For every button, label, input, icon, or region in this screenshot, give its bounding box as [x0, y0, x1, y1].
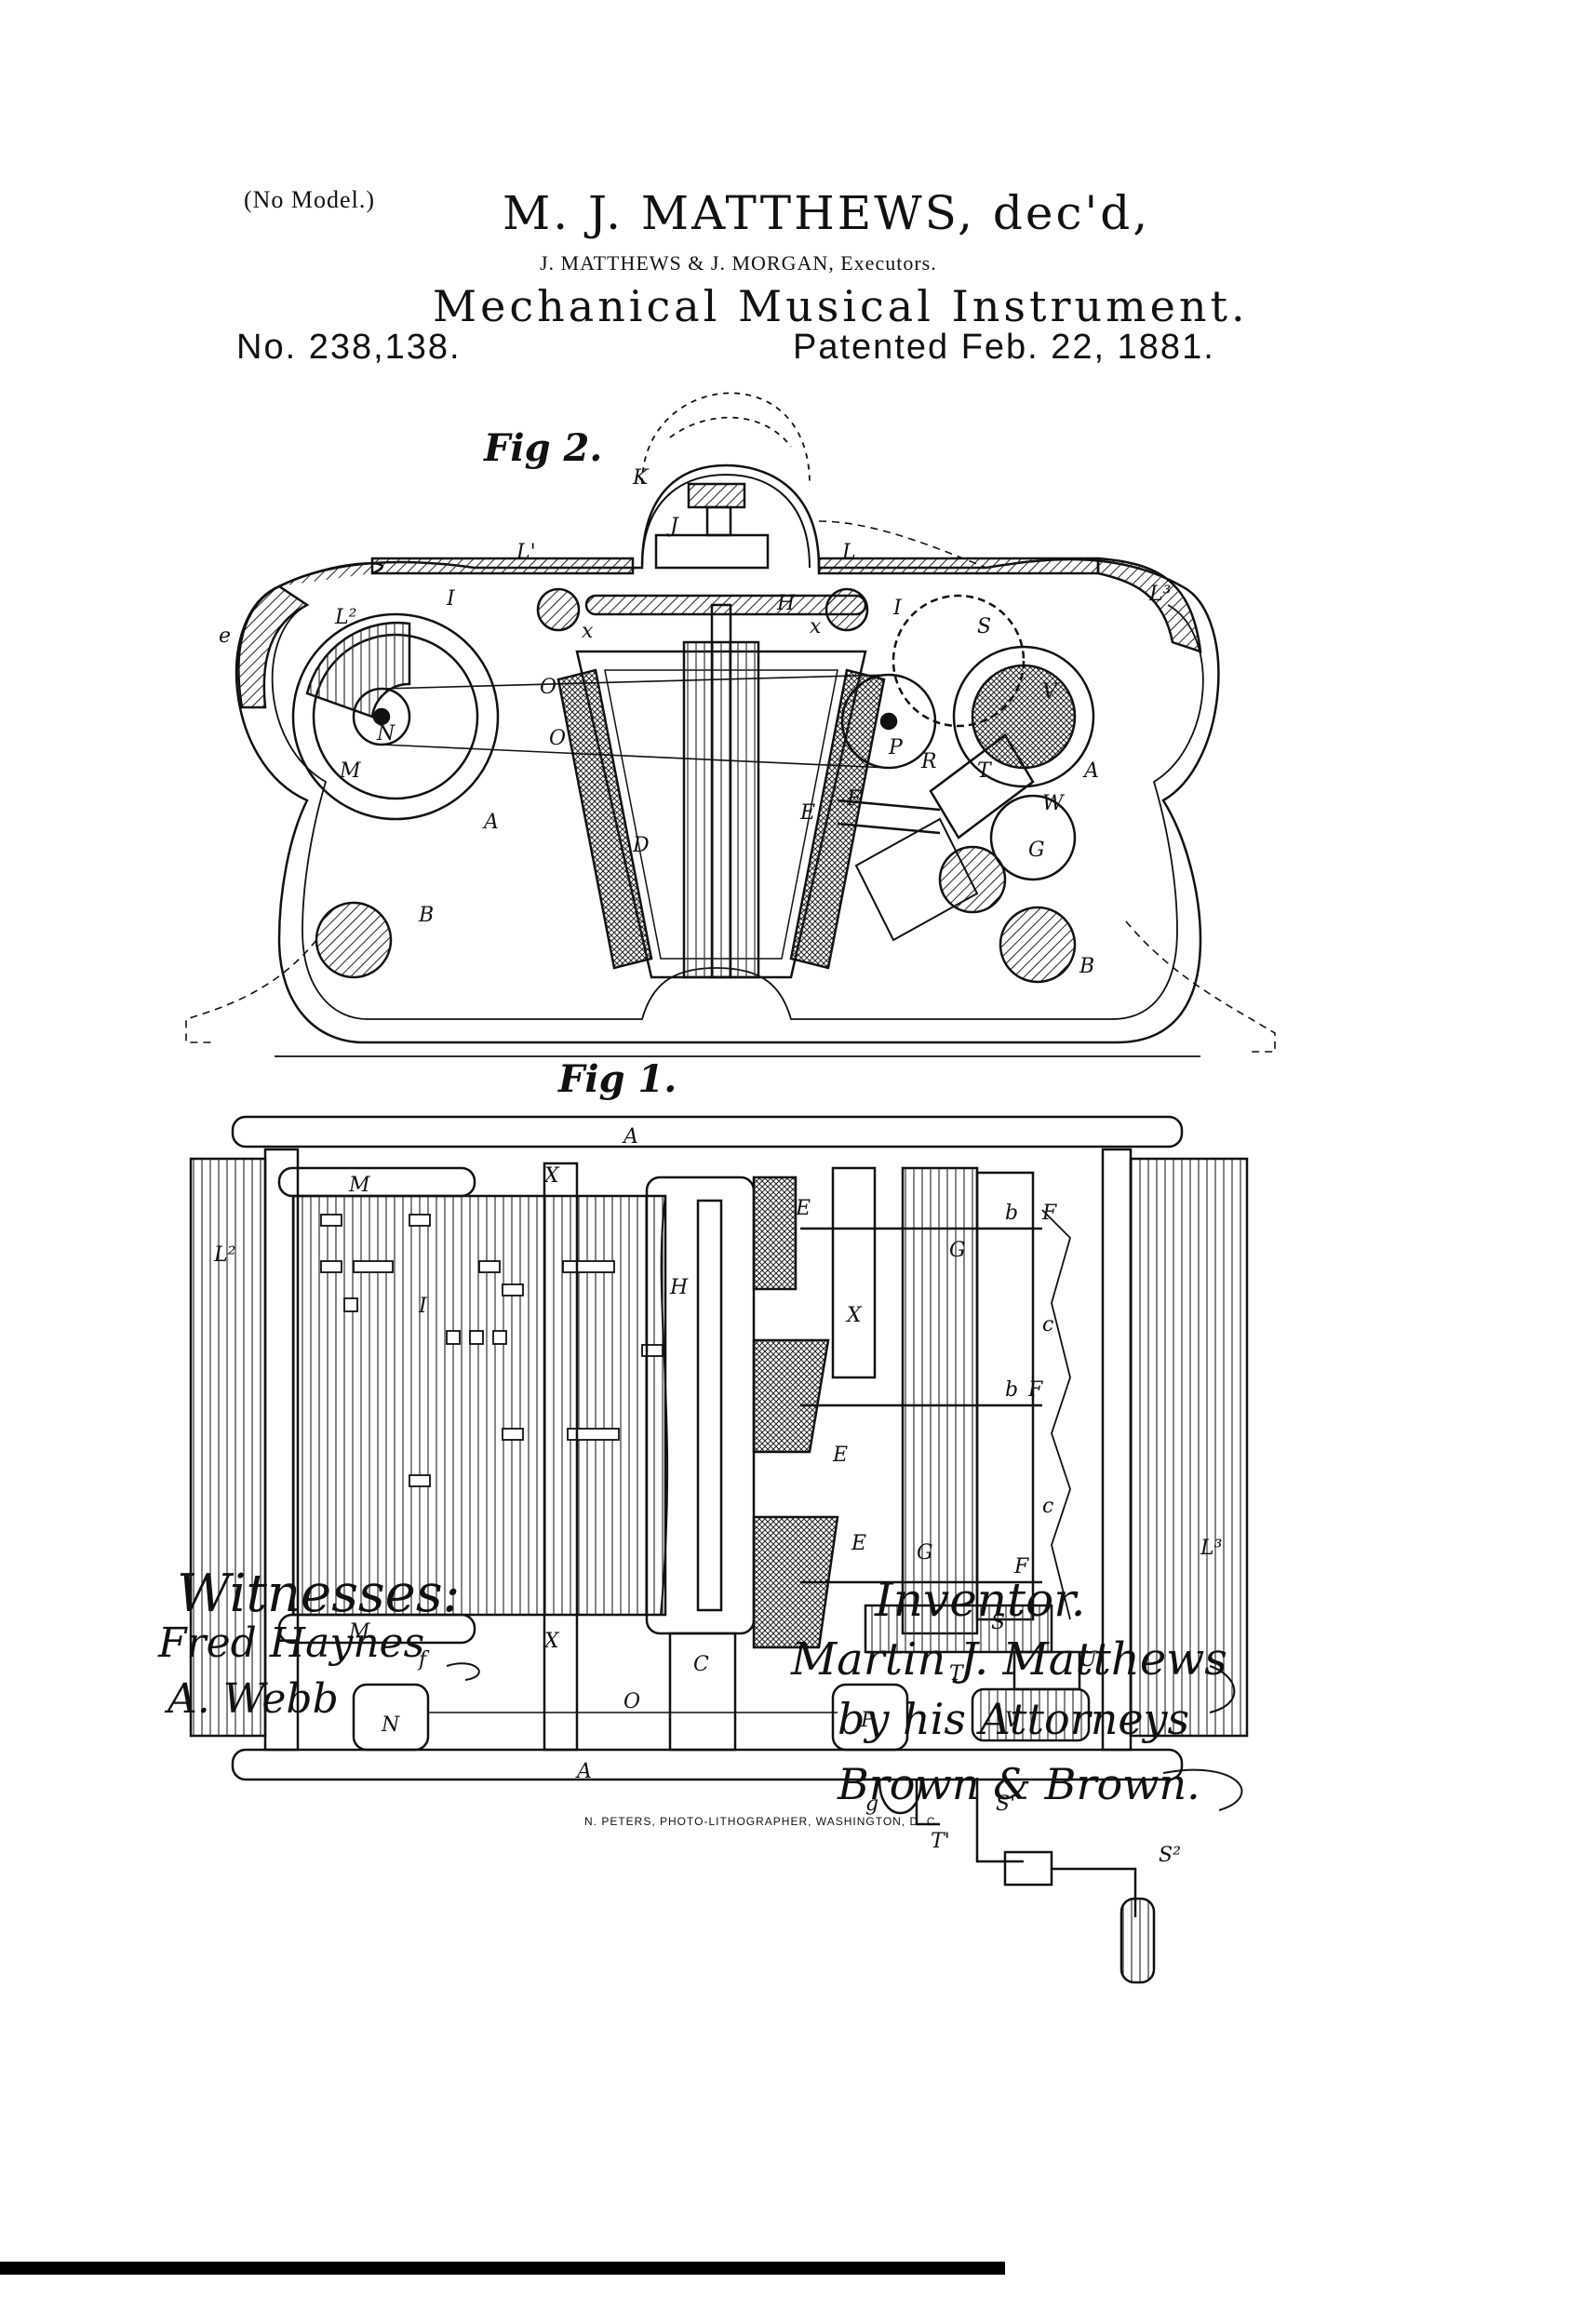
attorney-by-line: by his Attorneys — [838, 1694, 1190, 1744]
ref-M2-fig1: M — [348, 1620, 370, 1644]
scan-border-bar — [0, 2262, 1005, 2275]
ref-c2-fig1: c — [1042, 1495, 1053, 1518]
ref-K-fig2: K — [632, 466, 650, 490]
ref-A-fig2: A — [482, 811, 499, 834]
ref-H-fig2: H — [776, 592, 796, 615]
ref-F-fig1: F — [1041, 1202, 1057, 1225]
ref-A2-fig2: A — [1082, 759, 1099, 783]
ref-L2-fig1: L² — [213, 1243, 235, 1267]
inventor-heading: Inventor. — [875, 1573, 1086, 1627]
attorney-signature: Brown & Brown. — [838, 1759, 1200, 1809]
ref-S-fig2: S — [977, 615, 991, 638]
ref-F-fig2: F — [846, 787, 862, 811]
ref-O-fig1: O — [623, 1690, 640, 1713]
ref-X-fig1: X — [543, 1164, 560, 1188]
ref-P-fig2: P — [888, 736, 904, 759]
ref-V-fig1: V — [1005, 1709, 1022, 1732]
ref-Y-fig1: X — [845, 1304, 863, 1327]
patent-date: Patented Feb. 22, 1881. — [793, 328, 1215, 367]
ref-S1-fig1: S' — [996, 1793, 1015, 1816]
executors-line: J. MATTHEWS & J. MORGAN, Executors. — [540, 251, 937, 275]
ref-R-fig2: R — [920, 750, 937, 773]
fig2-reference-letters: L' L L³ K J H I I S L² e N M A A B B O O… — [219, 466, 1171, 978]
invention-title: Mechanical Musical Instrument. — [433, 281, 1249, 331]
ref-E-fig2: E — [799, 801, 815, 825]
fig2-label: Fig 2. — [484, 426, 603, 470]
ref-A2-fig1: A — [575, 1760, 592, 1783]
inventor-name: M. J. MATTHEWS, dec'd, — [503, 186, 1151, 240]
ref-L1-fig2: L' — [516, 541, 536, 564]
ref-N-fig2: N — [376, 722, 396, 746]
inventor-signature: Martin J. Matthews — [791, 1633, 1227, 1686]
ref-L2-fig2: L² — [334, 606, 356, 629]
ref-S-fig1: S — [991, 1611, 1005, 1634]
ref-I-fig1: I — [418, 1295, 428, 1318]
ref-V-fig2: V — [1042, 680, 1059, 704]
ref-G2-fig1: G — [917, 1541, 933, 1565]
ref-J-fig2: J — [666, 515, 679, 538]
patent-number: No. 238,138. — [236, 328, 462, 367]
fig1-reference-letters: A A M M L² L³ I H X X X C E E E F F F G … — [213, 1125, 1222, 1867]
ref-B2-fig2: B — [1079, 955, 1094, 978]
ref-H-fig1: H — [669, 1276, 689, 1299]
ref-x2-fig2: x — [810, 615, 822, 638]
ref-C-fig1: C — [693, 1653, 709, 1676]
ref-X2-fig1: X — [543, 1630, 560, 1653]
ref-L-fig2: L — [841, 541, 856, 564]
ref-P-fig1: P — [860, 1709, 876, 1732]
witnesses-heading: Witnesses: — [177, 1564, 461, 1624]
ref-b-fig1: b — [1005, 1202, 1018, 1225]
ref-e-fig2: e — [219, 625, 231, 648]
ref-I2-fig2: I — [892, 597, 903, 620]
witness-signature-1: Fred Haynes — [158, 1619, 425, 1667]
fig1-label: Fig 1. — [558, 1057, 677, 1101]
ref-T-fig2: T — [977, 759, 993, 783]
ref-L3-fig1: L³ — [1200, 1537, 1222, 1560]
no-model-label: (No Model.) — [244, 186, 375, 213]
ref-O2-fig2: O — [549, 727, 566, 750]
signature-flourishes — [446, 1662, 1243, 1811]
ref-E3-fig1: E — [851, 1532, 866, 1555]
ref-F3-fig1: F — [1013, 1555, 1029, 1578]
witness-signature-2: A. Webb — [168, 1675, 339, 1723]
ref-T-fig1: T — [949, 1662, 965, 1686]
ref-M-fig2: M — [339, 759, 361, 783]
ref-b2-fig1: b — [1005, 1378, 1018, 1402]
ref-W-fig2: W — [1042, 792, 1066, 815]
ref-M-fig1: M — [348, 1174, 370, 1197]
ref-G-fig1: G — [949, 1239, 966, 1262]
ref-E-fig1: E — [795, 1197, 811, 1220]
fig2-drawing — [185, 392, 1276, 1057]
ref-L3-fig2: L³ — [1148, 583, 1171, 606]
ref-I-fig2: I — [446, 587, 456, 611]
ref-g-fig1: g — [865, 1793, 878, 1816]
ref-O-fig2: O — [540, 676, 556, 699]
ref-A-fig1: A — [622, 1125, 638, 1149]
engraver-credit: N. PETERS, PHOTO-LITHOGRAPHER, WASHINGTO… — [584, 1815, 940, 1828]
ref-E2-fig1: E — [832, 1444, 848, 1467]
ref-B-fig2: B — [418, 904, 434, 927]
ref-F2-fig1: F — [1027, 1378, 1043, 1402]
ref-S2-fig1: S² — [1159, 1844, 1181, 1867]
fig1-drawing — [189, 1115, 1249, 1984]
ref-x-fig2: x — [582, 620, 594, 643]
ref-G-fig2: G — [1028, 839, 1045, 862]
ref-N-fig1: N — [381, 1713, 400, 1737]
ref-U-fig1: U — [1079, 1648, 1098, 1672]
ref-c-fig1: c — [1042, 1313, 1053, 1337]
ref-T1-fig1: T' — [931, 1830, 950, 1853]
ref-D-fig2: D — [632, 834, 650, 857]
